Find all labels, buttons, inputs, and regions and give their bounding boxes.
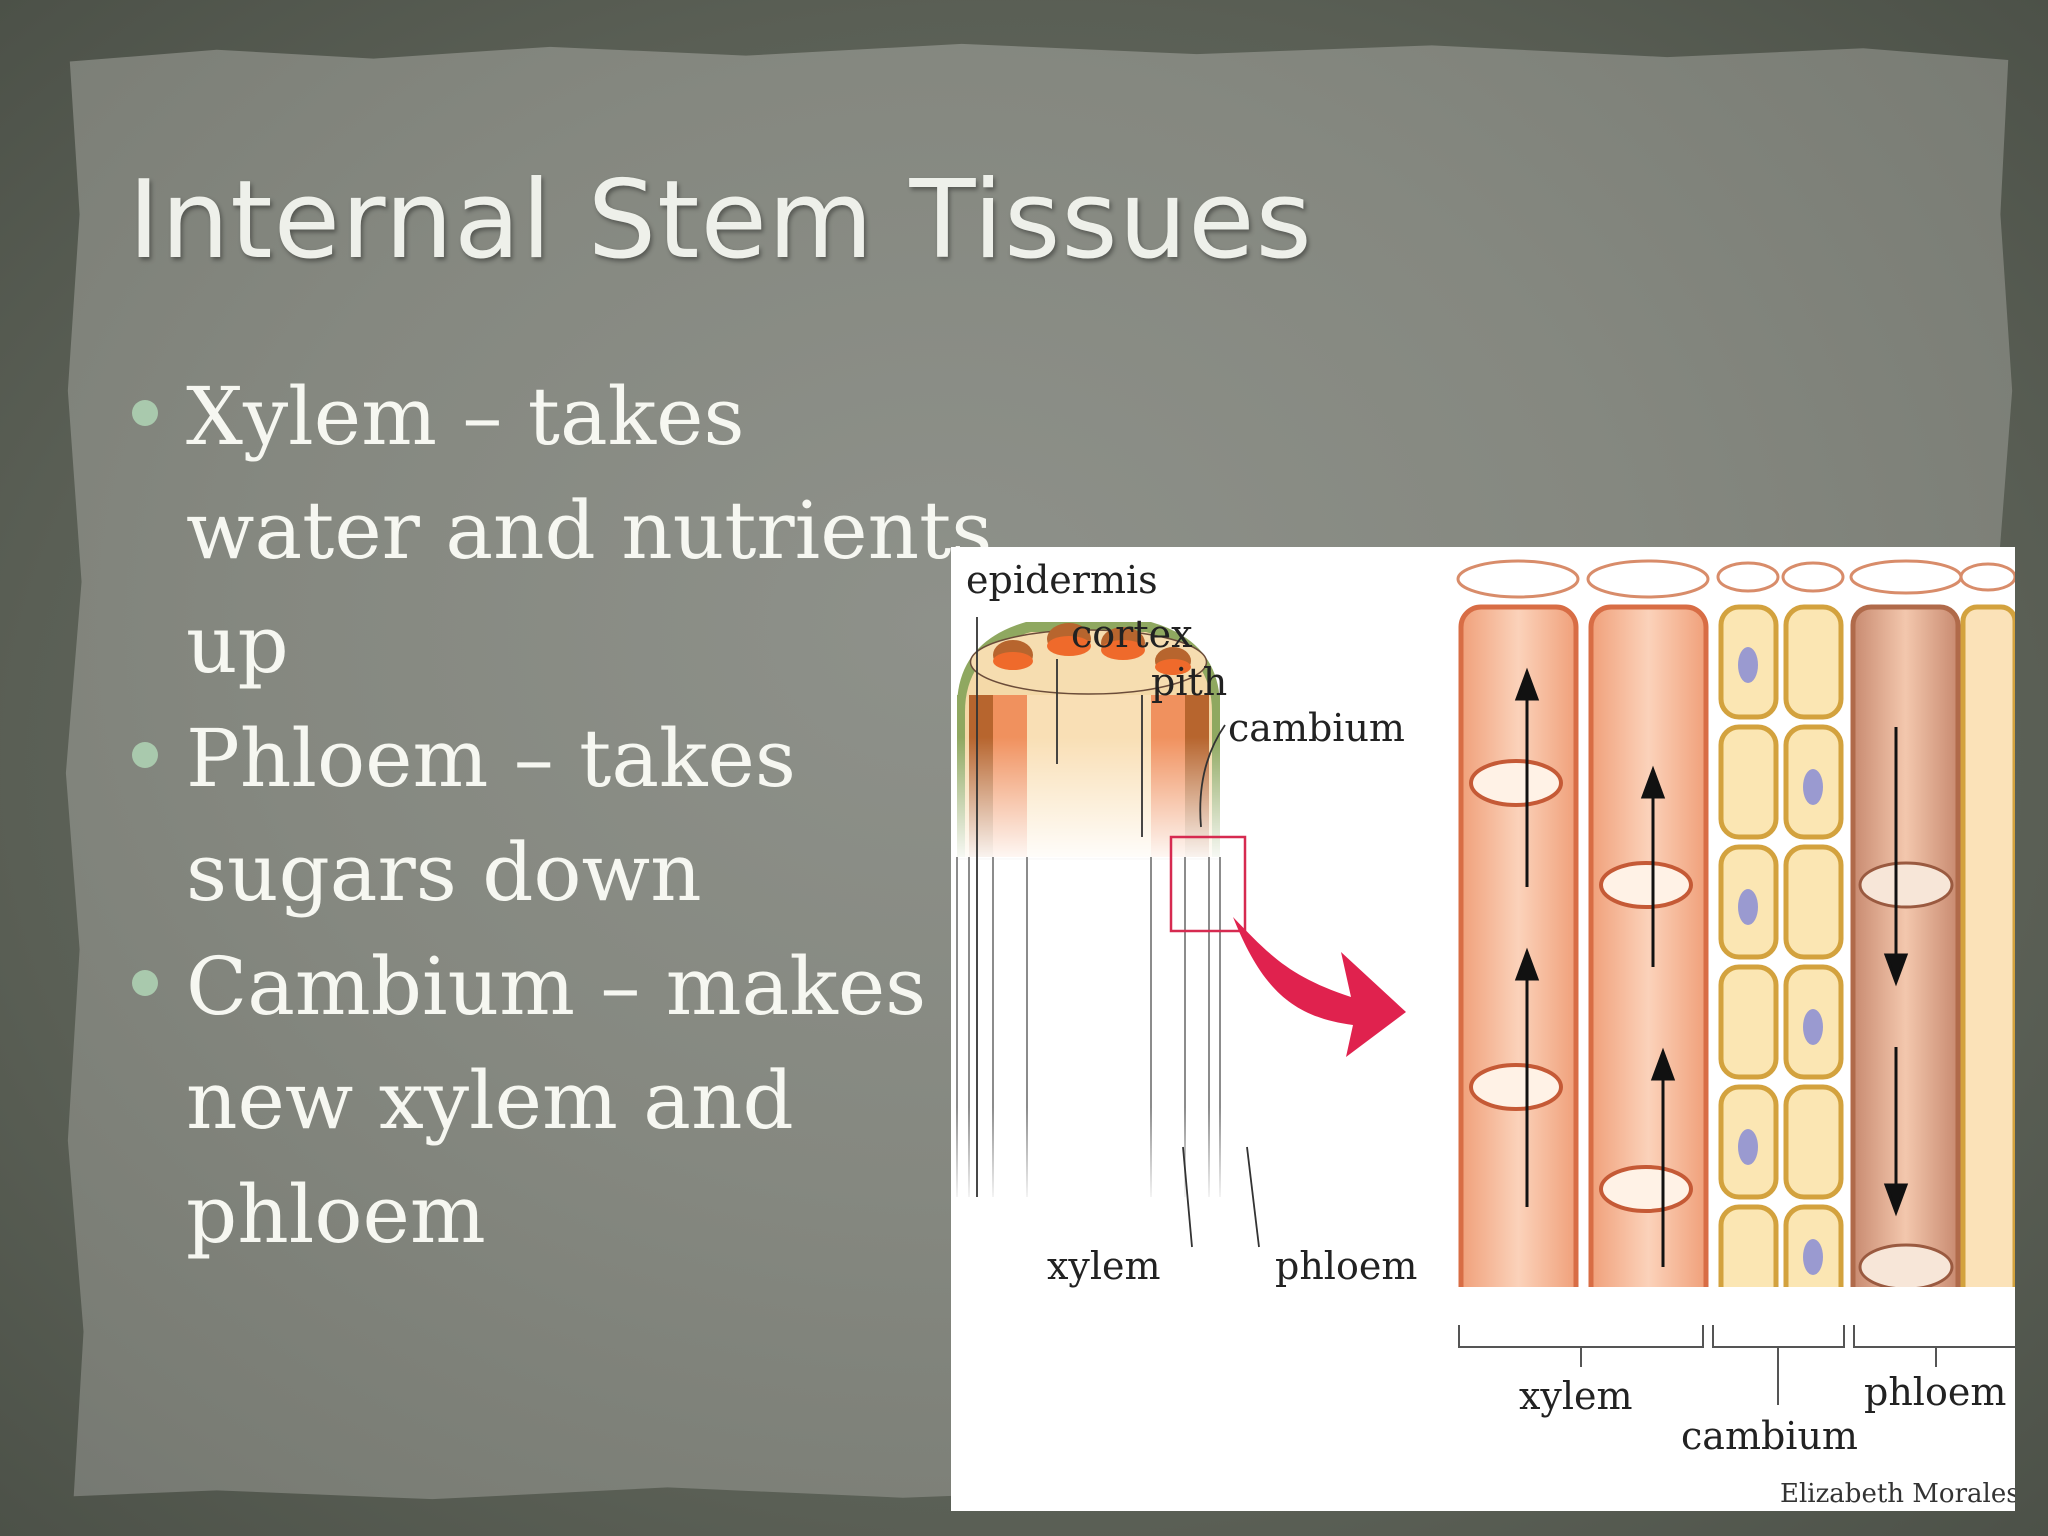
label-phloem: phloem: [1275, 1244, 1417, 1288]
cambium-cells: [1718, 604, 1844, 1310]
bullet-line: sugars down: [186, 826, 702, 919]
zoom-highlight-box: [1169, 835, 1247, 933]
stem-fade: [951, 737, 1231, 867]
figure-credit: Elizabeth Morales: [1780, 1479, 2015, 1509]
stem-tissue-figure: epidermis cortex pith cambium xylem phlo…: [951, 547, 2015, 1511]
left-leader-lines: [976, 617, 1260, 1248]
bullet-dot-icon: [132, 970, 158, 996]
bullet-line: new xylem and: [186, 1054, 794, 1147]
slide-title: Internal Stem Tissues: [128, 158, 1313, 283]
bullet-line: Phloem – takes: [186, 712, 796, 805]
bullet-line: Cambium – makes: [186, 940, 927, 1033]
cambium-nuclei: [1738, 647, 1823, 1275]
label-epidermis: epidermis: [966, 558, 1158, 602]
stem-cutaway: [951, 622, 1247, 1207]
zoom-arrow-icon: [1233, 917, 1406, 1057]
vascular-bundles-top: [993, 623, 1191, 675]
bullet-dot-icon: [132, 742, 158, 768]
label-pith: pith: [1151, 660, 1227, 704]
stem-top-face: [969, 629, 1208, 695]
tissue-detail: [1451, 559, 2015, 1317]
stem-diagram-svg: epidermis cortex pith cambium xylem phlo…: [951, 558, 2015, 1509]
bullet-cambium: Cambium – makes new xylem and phloem: [128, 930, 1008, 1272]
phloem-companion-cell: [1960, 604, 2015, 1310]
bullet-line: Xylem – takes: [186, 370, 745, 463]
bullet-dot-icon: [132, 400, 158, 426]
bullet-line: water and nutrients: [186, 484, 993, 577]
detail-bottom-fade: [1451, 1287, 2015, 1317]
label-cambium: cambium: [1228, 706, 1405, 750]
label-cortex: cortex: [1071, 612, 1193, 656]
detail-brackets: [1458, 1325, 2015, 1405]
bullet-list: Xylem – takes water and nutrients up Phl…: [128, 360, 1008, 1272]
stem-bottom-fade: [951, 1107, 1231, 1207]
label-phloem-detail: phloem: [1864, 1370, 2006, 1414]
bullet-phloem: Phloem – takes sugars down: [128, 702, 1008, 930]
bullet-xylem: Xylem – takes water and nutrients up: [128, 360, 1008, 702]
xylem-vessel-1: [1458, 604, 1579, 1310]
label-cambium-detail: cambium: [1681, 1414, 1858, 1458]
label-xylem-detail: xylem: [1519, 1374, 1633, 1418]
label-xylem: xylem: [1047, 1244, 1161, 1288]
bullet-line: up: [186, 598, 289, 691]
bullet-line: phloem: [186, 1168, 486, 1261]
